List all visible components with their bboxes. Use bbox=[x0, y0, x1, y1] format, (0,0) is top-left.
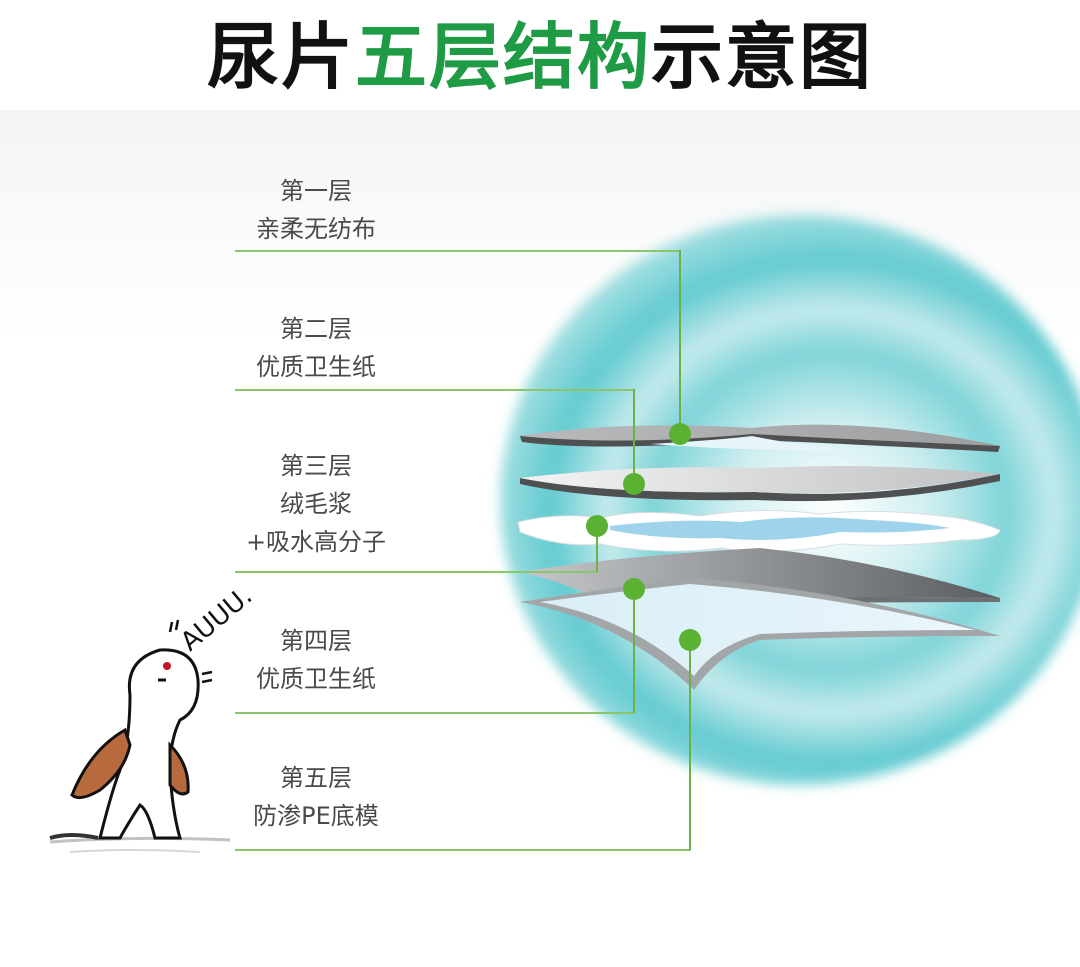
layer-3-label: 第三层 绒毛浆 +吸水高分子 bbox=[236, 447, 396, 561]
layer-3-sheet bbox=[517, 509, 1001, 552]
leader-line-3-horizontal bbox=[235, 571, 598, 573]
diagram-title: 尿片五层结构示意图 bbox=[0, 14, 1080, 100]
layer-3-material-extra: +吸水高分子 bbox=[245, 528, 387, 556]
leader-line-2-horizontal bbox=[235, 389, 635, 391]
layer-1-sheet bbox=[520, 424, 1000, 452]
layer-2-name: 第二层 bbox=[280, 315, 352, 343]
leader-line-1-vertical bbox=[679, 250, 681, 434]
layer-2-marker-dot bbox=[623, 473, 645, 495]
layer-3-name: 第三层 bbox=[280, 452, 352, 480]
layer-3-material: 绒毛浆 bbox=[280, 490, 352, 518]
layer-1-label: 第一层 亲柔无纺布 bbox=[236, 172, 396, 248]
layer-4-marker-dot bbox=[623, 578, 645, 600]
leader-line-3-vertical bbox=[596, 526, 598, 572]
layer-1-name: 第一层 bbox=[280, 177, 352, 205]
layer-1-material: 亲柔无纺布 bbox=[256, 215, 376, 243]
leader-line-1-horizontal bbox=[235, 250, 681, 252]
layer-3-marker-dot bbox=[586, 515, 608, 537]
leader-line-5-vertical bbox=[689, 640, 691, 850]
layer-5-sheet bbox=[520, 578, 1000, 690]
layer-5-material: 防渗PE底模 bbox=[253, 802, 379, 830]
layer-4-name: 第四层 bbox=[280, 627, 352, 655]
title-suffix: 示意图 bbox=[651, 15, 874, 99]
title-accent: 五层结构 bbox=[354, 15, 651, 99]
dog-sound-text: AUUU. bbox=[175, 581, 258, 657]
leader-line-4-vertical bbox=[633, 588, 635, 713]
layer-5-label: 第五层 防渗PE底模 bbox=[236, 759, 396, 835]
leader-line-2-vertical bbox=[633, 389, 635, 484]
layer-5-name: 第五层 bbox=[280, 764, 352, 792]
layer-2-material: 优质卫生纸 bbox=[256, 353, 376, 381]
layer-5-marker-dot bbox=[679, 629, 701, 651]
leader-line-5-horizontal bbox=[235, 849, 691, 851]
leader-line-4-horizontal bbox=[235, 712, 635, 714]
layer-1-marker-dot bbox=[669, 423, 691, 445]
howling-dog-illustration: AUUU. bbox=[49, 581, 258, 853]
layer-2-sheet bbox=[520, 466, 1000, 502]
layer-4-material: 优质卫生纸 bbox=[256, 665, 376, 693]
title-prefix: 尿片 bbox=[206, 15, 355, 99]
layer-2-label: 第二层 优质卫生纸 bbox=[236, 310, 396, 386]
layer-4-label: 第四层 优质卫生纸 bbox=[236, 622, 396, 698]
